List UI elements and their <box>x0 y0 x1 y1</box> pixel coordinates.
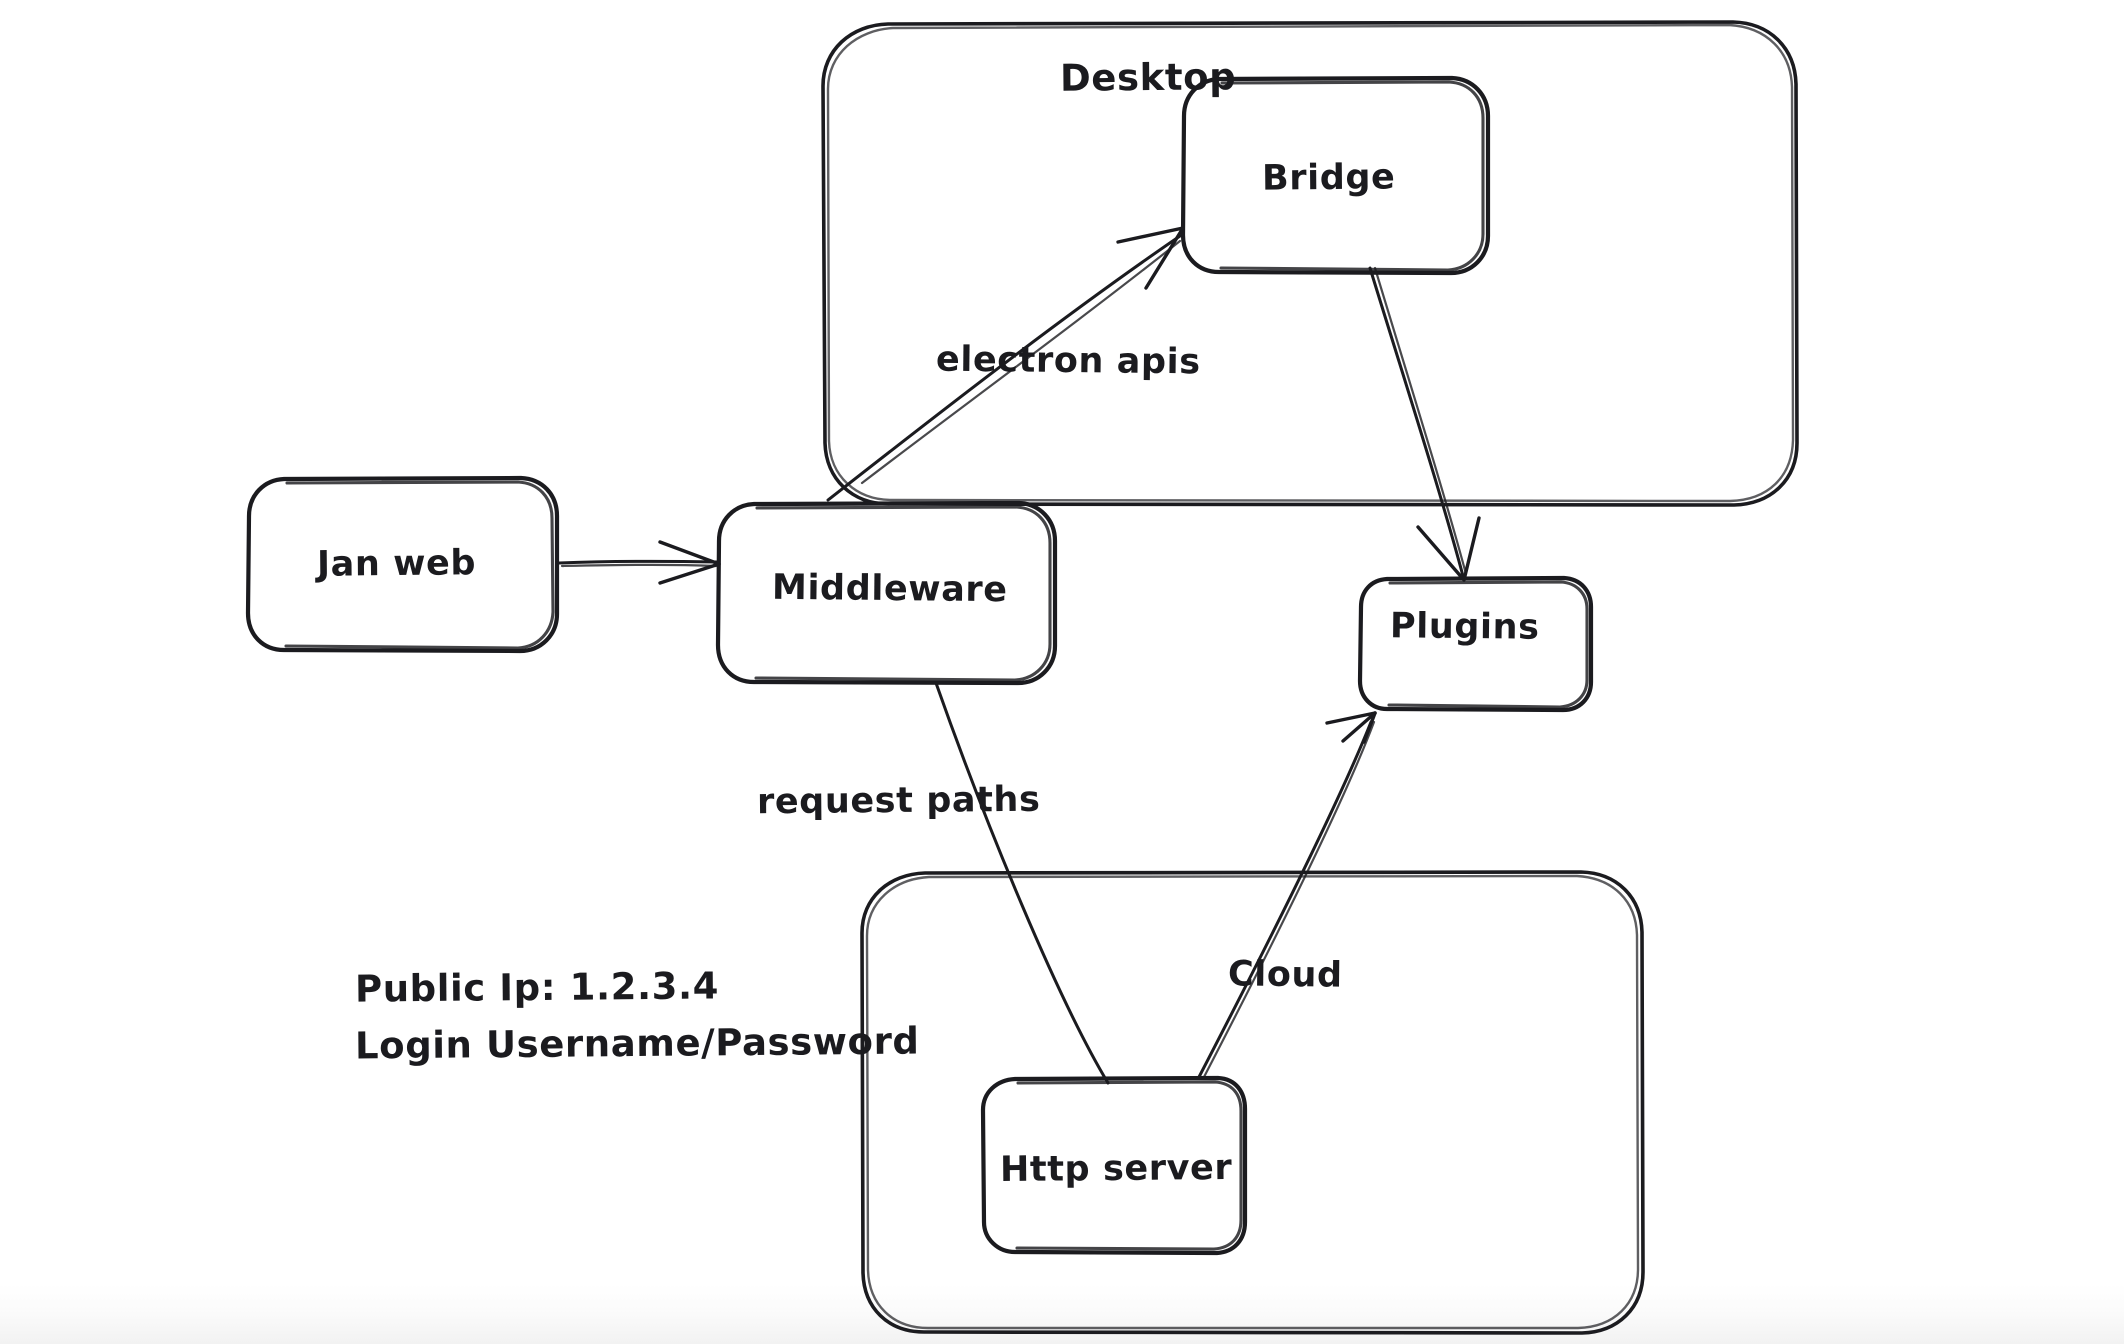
edge-middleware-to-bridge[interactable]: electron apis <box>826 226 1201 502</box>
edge-middleware-to-http-server[interactable] <box>934 681 1110 1085</box>
node-label-jan-web: Jan web <box>315 543 476 584</box>
group-desktop[interactable]: Desktop <box>821 20 1799 507</box>
note-login-credentials: Login Username/Password <box>355 1020 920 1068</box>
group-cloud[interactable] <box>860 870 1645 1335</box>
note-public-ip: Public Ip: 1.2.3.4 <box>355 964 719 1010</box>
node-jan-web[interactable]: Jan web <box>245 475 560 654</box>
note-block: Public Ip: 1.2.3.4 Login Username/Passwo… <box>355 964 920 1067</box>
edge-label-electron-apis: electron apis <box>936 340 1201 383</box>
node-http-server[interactable]: Http server <box>980 1075 1248 1256</box>
edge-bridge-to-plugins[interactable] <box>1368 266 1481 582</box>
node-label-bridge: Bridge <box>1262 157 1396 198</box>
node-plugins[interactable]: Plugins <box>1357 575 1594 713</box>
group-label-desktop: Desktop <box>1060 55 1237 100</box>
edge-jan-web-to-middleware[interactable] <box>557 540 721 585</box>
node-bridge[interactable]: Bridge <box>1180 75 1491 276</box>
node-middleware[interactable]: Middleware <box>715 500 1058 686</box>
edge-http-server-to-plugins[interactable] <box>1197 711 1377 1079</box>
edge-label-cloud: Cloud <box>1228 954 1343 995</box>
node-label-http-server: Http server <box>1000 1148 1233 1190</box>
node-label-middleware: Middleware <box>772 568 1008 610</box>
node-label-plugins: Plugins <box>1390 606 1540 648</box>
edge-label-request-paths: request paths <box>757 780 1041 822</box>
